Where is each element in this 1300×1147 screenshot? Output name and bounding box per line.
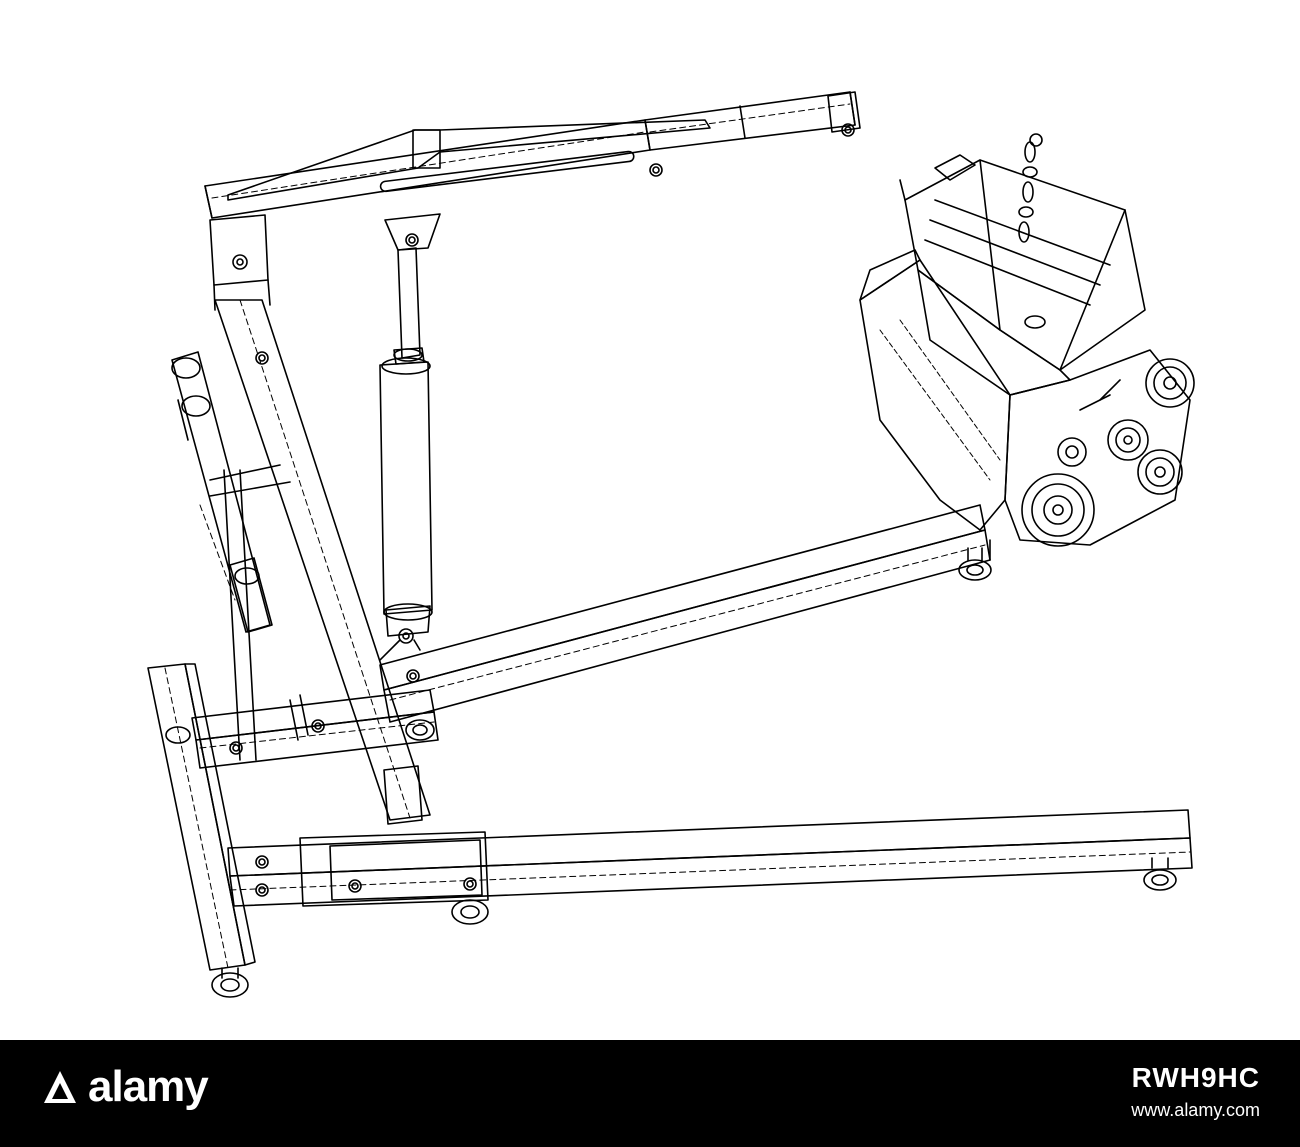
mast [209, 214, 431, 825]
boom-arm [204, 91, 861, 219]
right-leg-upper [379, 504, 992, 741]
brand-logo: alamy [40, 1062, 209, 1112]
engine-block [859, 154, 1195, 561]
watermark-footer: alamy RWH9HC www.alamy.com [0, 1040, 1300, 1147]
engine-crane-illustration [147, 91, 1195, 998]
left-leg [227, 809, 1193, 925]
brand-name: alamy [88, 1062, 209, 1111]
site-url-label: www.alamy.com [1131, 1100, 1260, 1120]
engine-crane-wireframe [147, 91, 1195, 998]
hydraulic-ram [379, 213, 441, 661]
base-crossbar [147, 663, 256, 998]
image-id-label: RWH9HC [1131, 1062, 1260, 1093]
pump-handle [171, 351, 291, 761]
cross-brace [191, 689, 439, 769]
image-info: RWH9HC www.alamy.com [1131, 1062, 1260, 1121]
lifting-chain [1018, 133, 1043, 243]
alamy-logo-icon [44, 1071, 76, 1103]
